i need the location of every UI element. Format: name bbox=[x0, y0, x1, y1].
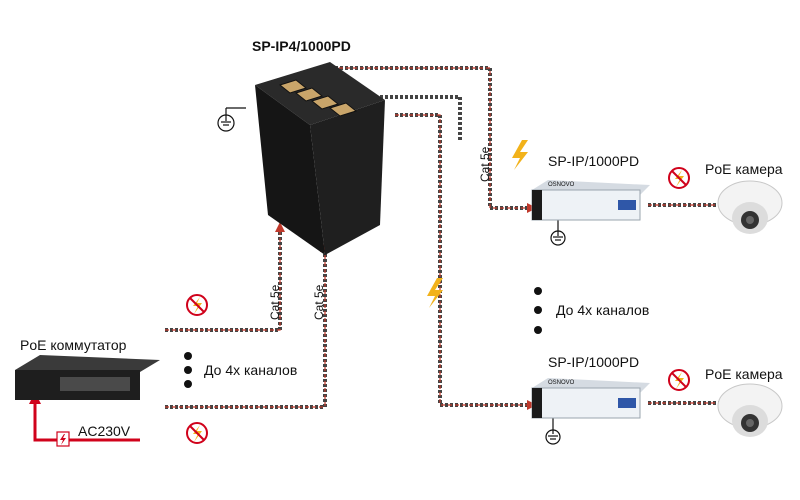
module-brand-bottom: OSNOVO bbox=[548, 380, 575, 386]
lightning-icon-middle bbox=[427, 278, 443, 308]
no-surge-icon-4 bbox=[668, 369, 690, 391]
camera-label-top: PoE камера bbox=[705, 161, 783, 177]
cable-label-left-a: Cat 5e bbox=[268, 284, 282, 320]
remote-module-top bbox=[531, 180, 650, 221]
cable-injector-to-remote-bottom bbox=[395, 113, 537, 410]
remote-title-top: SP-IP/1000PD bbox=[548, 153, 640, 169]
cable-switch-to-injector bbox=[165, 222, 330, 409]
ground-icon-injector bbox=[217, 107, 246, 132]
camera-top bbox=[717, 180, 783, 234]
ethernet-ports bbox=[278, 79, 358, 117]
no-surge-icon-2 bbox=[186, 422, 208, 444]
camera-bottom bbox=[717, 383, 783, 437]
power-label: AC230V bbox=[78, 423, 131, 439]
bullets-left bbox=[184, 352, 192, 388]
remote-title-bottom: SP-IP/1000PD bbox=[548, 354, 640, 370]
channels-label-left: До 4х каналов bbox=[204, 362, 298, 378]
no-surge-icon-1 bbox=[186, 294, 208, 316]
poe-switch bbox=[15, 355, 160, 400]
ground-icon-remote-top bbox=[550, 220, 566, 246]
fuse-icon bbox=[56, 431, 70, 447]
camera-label-bottom: PoE камера bbox=[705, 366, 783, 382]
injector-device bbox=[255, 62, 385, 255]
switch-label: PoE коммутатор bbox=[20, 337, 127, 353]
module-brand-top: OSNOVO bbox=[548, 182, 575, 188]
cable-label-right: Cat 5e bbox=[478, 146, 492, 182]
remote-module-bottom bbox=[531, 378, 650, 419]
cable-label-left-b: Cat 5e bbox=[312, 284, 326, 320]
ground-icon-remote-bottom bbox=[545, 418, 561, 445]
injector-title: SP-IP4/1000PD bbox=[252, 38, 351, 54]
bullets-right bbox=[534, 287, 542, 334]
channels-label-right: До 4х каналов bbox=[556, 302, 650, 318]
lightning-icon-top bbox=[512, 140, 528, 170]
no-surge-icon-3 bbox=[668, 167, 690, 189]
